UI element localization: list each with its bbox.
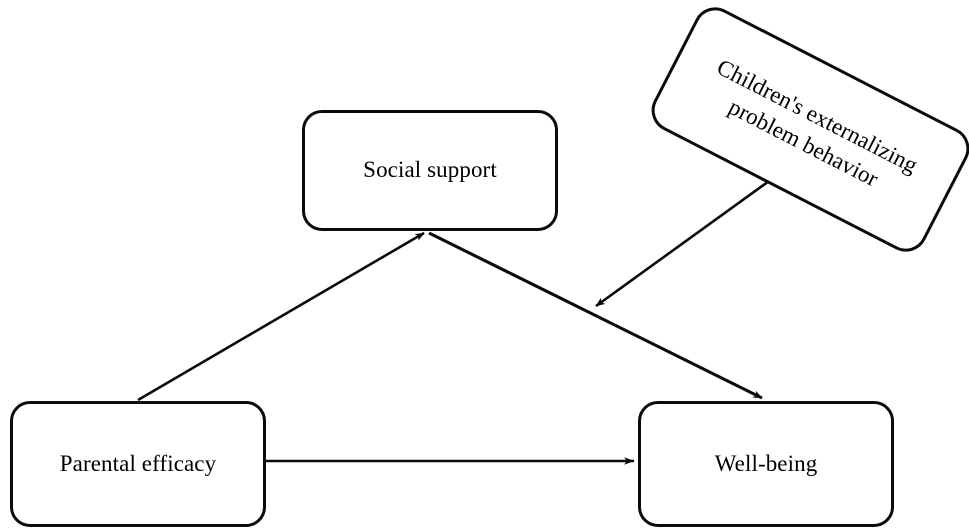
- node-social-support[interactable]: Social support: [302, 110, 558, 231]
- node-parental-efficacy-label: Parental efficacy: [59, 450, 217, 476]
- node-wellbeing-label: Well-being: [714, 450, 818, 476]
- node-children-externalizing-problem-behavior-label: Children's externalizing problem behavio…: [713, 53, 922, 192]
- node-social-support-label: Social support: [363, 157, 497, 183]
- edge-social-support-to-wellbeing: [428, 231, 763, 400]
- node-children-externalizing-problem-behavior[interactable]: Children's externalizing problem behavio…: [644, 0, 969, 260]
- node-parental-efficacy[interactable]: Parental efficacy: [10, 401, 266, 527]
- edge-children-behavior-moderation: [595, 174, 777, 308]
- node-wellbeing[interactable]: Well-being: [638, 401, 894, 527]
- edge-parental-efficacy-to-social-support: [137, 231, 425, 402]
